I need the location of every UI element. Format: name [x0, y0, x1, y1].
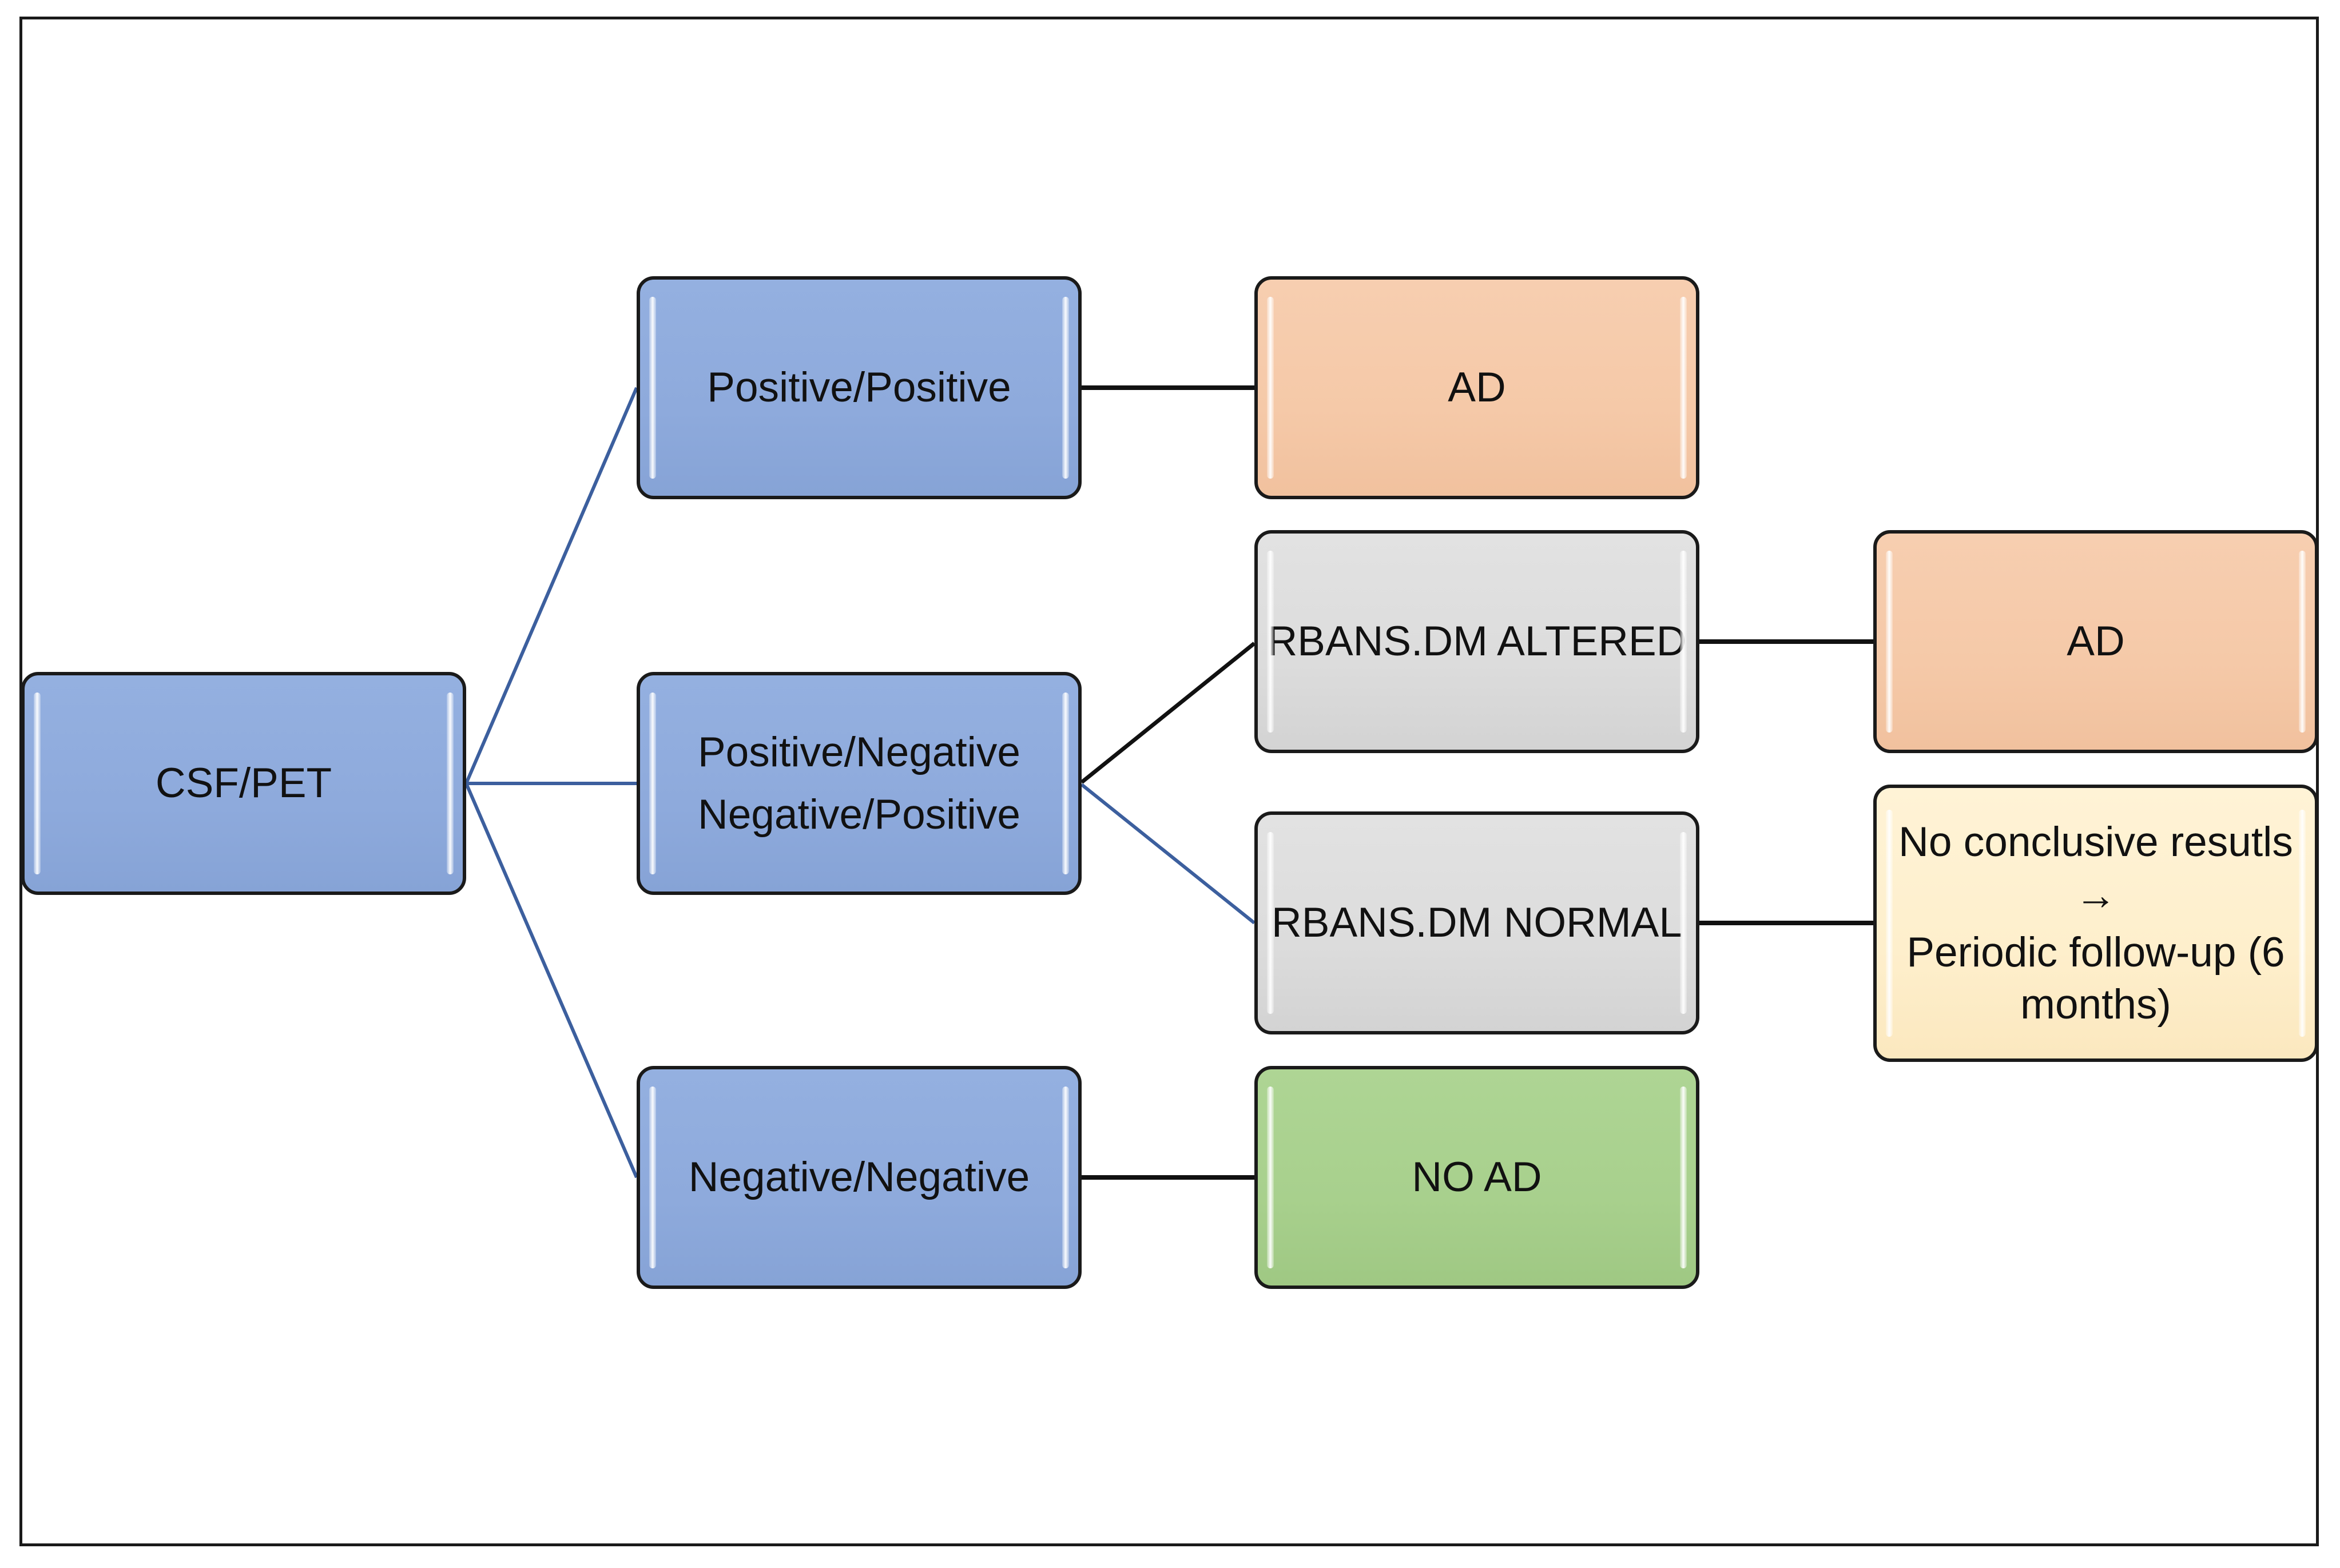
- ad-outcome-node: AD: [1254, 276, 1699, 499]
- rbans-normal-label: RBANS.DM NORMAL: [1272, 900, 1682, 946]
- ad-outcome-label: AD: [1448, 364, 1506, 411]
- connector-mixed-to-rbans-altered: [1080, 642, 1256, 784]
- ad-altered-outcome-node: AD: [1873, 530, 2318, 753]
- connector-mixed-to-rbans-normal: [1080, 783, 1256, 925]
- csf-pet-label: CSF/PET: [155, 760, 332, 807]
- mixed-result-node: Positive/Negative Negative/Positive: [637, 672, 1082, 895]
- negative-negative-node: Negative/Negative: [637, 1066, 1082, 1289]
- no-ad-outcome-label: NO AD: [1412, 1154, 1542, 1201]
- inconclusive-label: No conclusive resutls: [1898, 819, 2293, 865]
- rbans-altered-node: RBANS.DM ALTERED: [1254, 530, 1699, 753]
- right-arrow-icon: →: [2075, 872, 2117, 919]
- connector-root-to-positive-positive: [464, 387, 638, 785]
- diagram-frame: [19, 17, 2319, 1546]
- rbans-normal-node: RBANS.DM NORMAL: [1254, 811, 1699, 1034]
- follow-up-node: No conclusive resutls → Periodic follow-…: [1873, 785, 2318, 1062]
- follow-up-label: Periodic follow-up (6 months): [1906, 929, 2285, 1028]
- negative-positive-label: Negative/Positive: [697, 791, 1020, 838]
- no-ad-outcome-node: NO AD: [1254, 1066, 1699, 1289]
- ad-altered-outcome-label: AD: [2067, 618, 2125, 665]
- positive-positive-label: Positive/Positive: [707, 364, 1011, 411]
- negative-negative-label: Negative/Negative: [688, 1154, 1030, 1201]
- positive-negative-label: Positive/Negative: [697, 729, 1020, 775]
- rbans-altered-label: RBANS.DM ALTERED: [1267, 618, 1687, 665]
- positive-positive-node: Positive/Positive: [637, 276, 1082, 499]
- csf-pet-node: CSF/PET: [21, 672, 466, 895]
- connector-root-to-negative-negative: [464, 782, 638, 1179]
